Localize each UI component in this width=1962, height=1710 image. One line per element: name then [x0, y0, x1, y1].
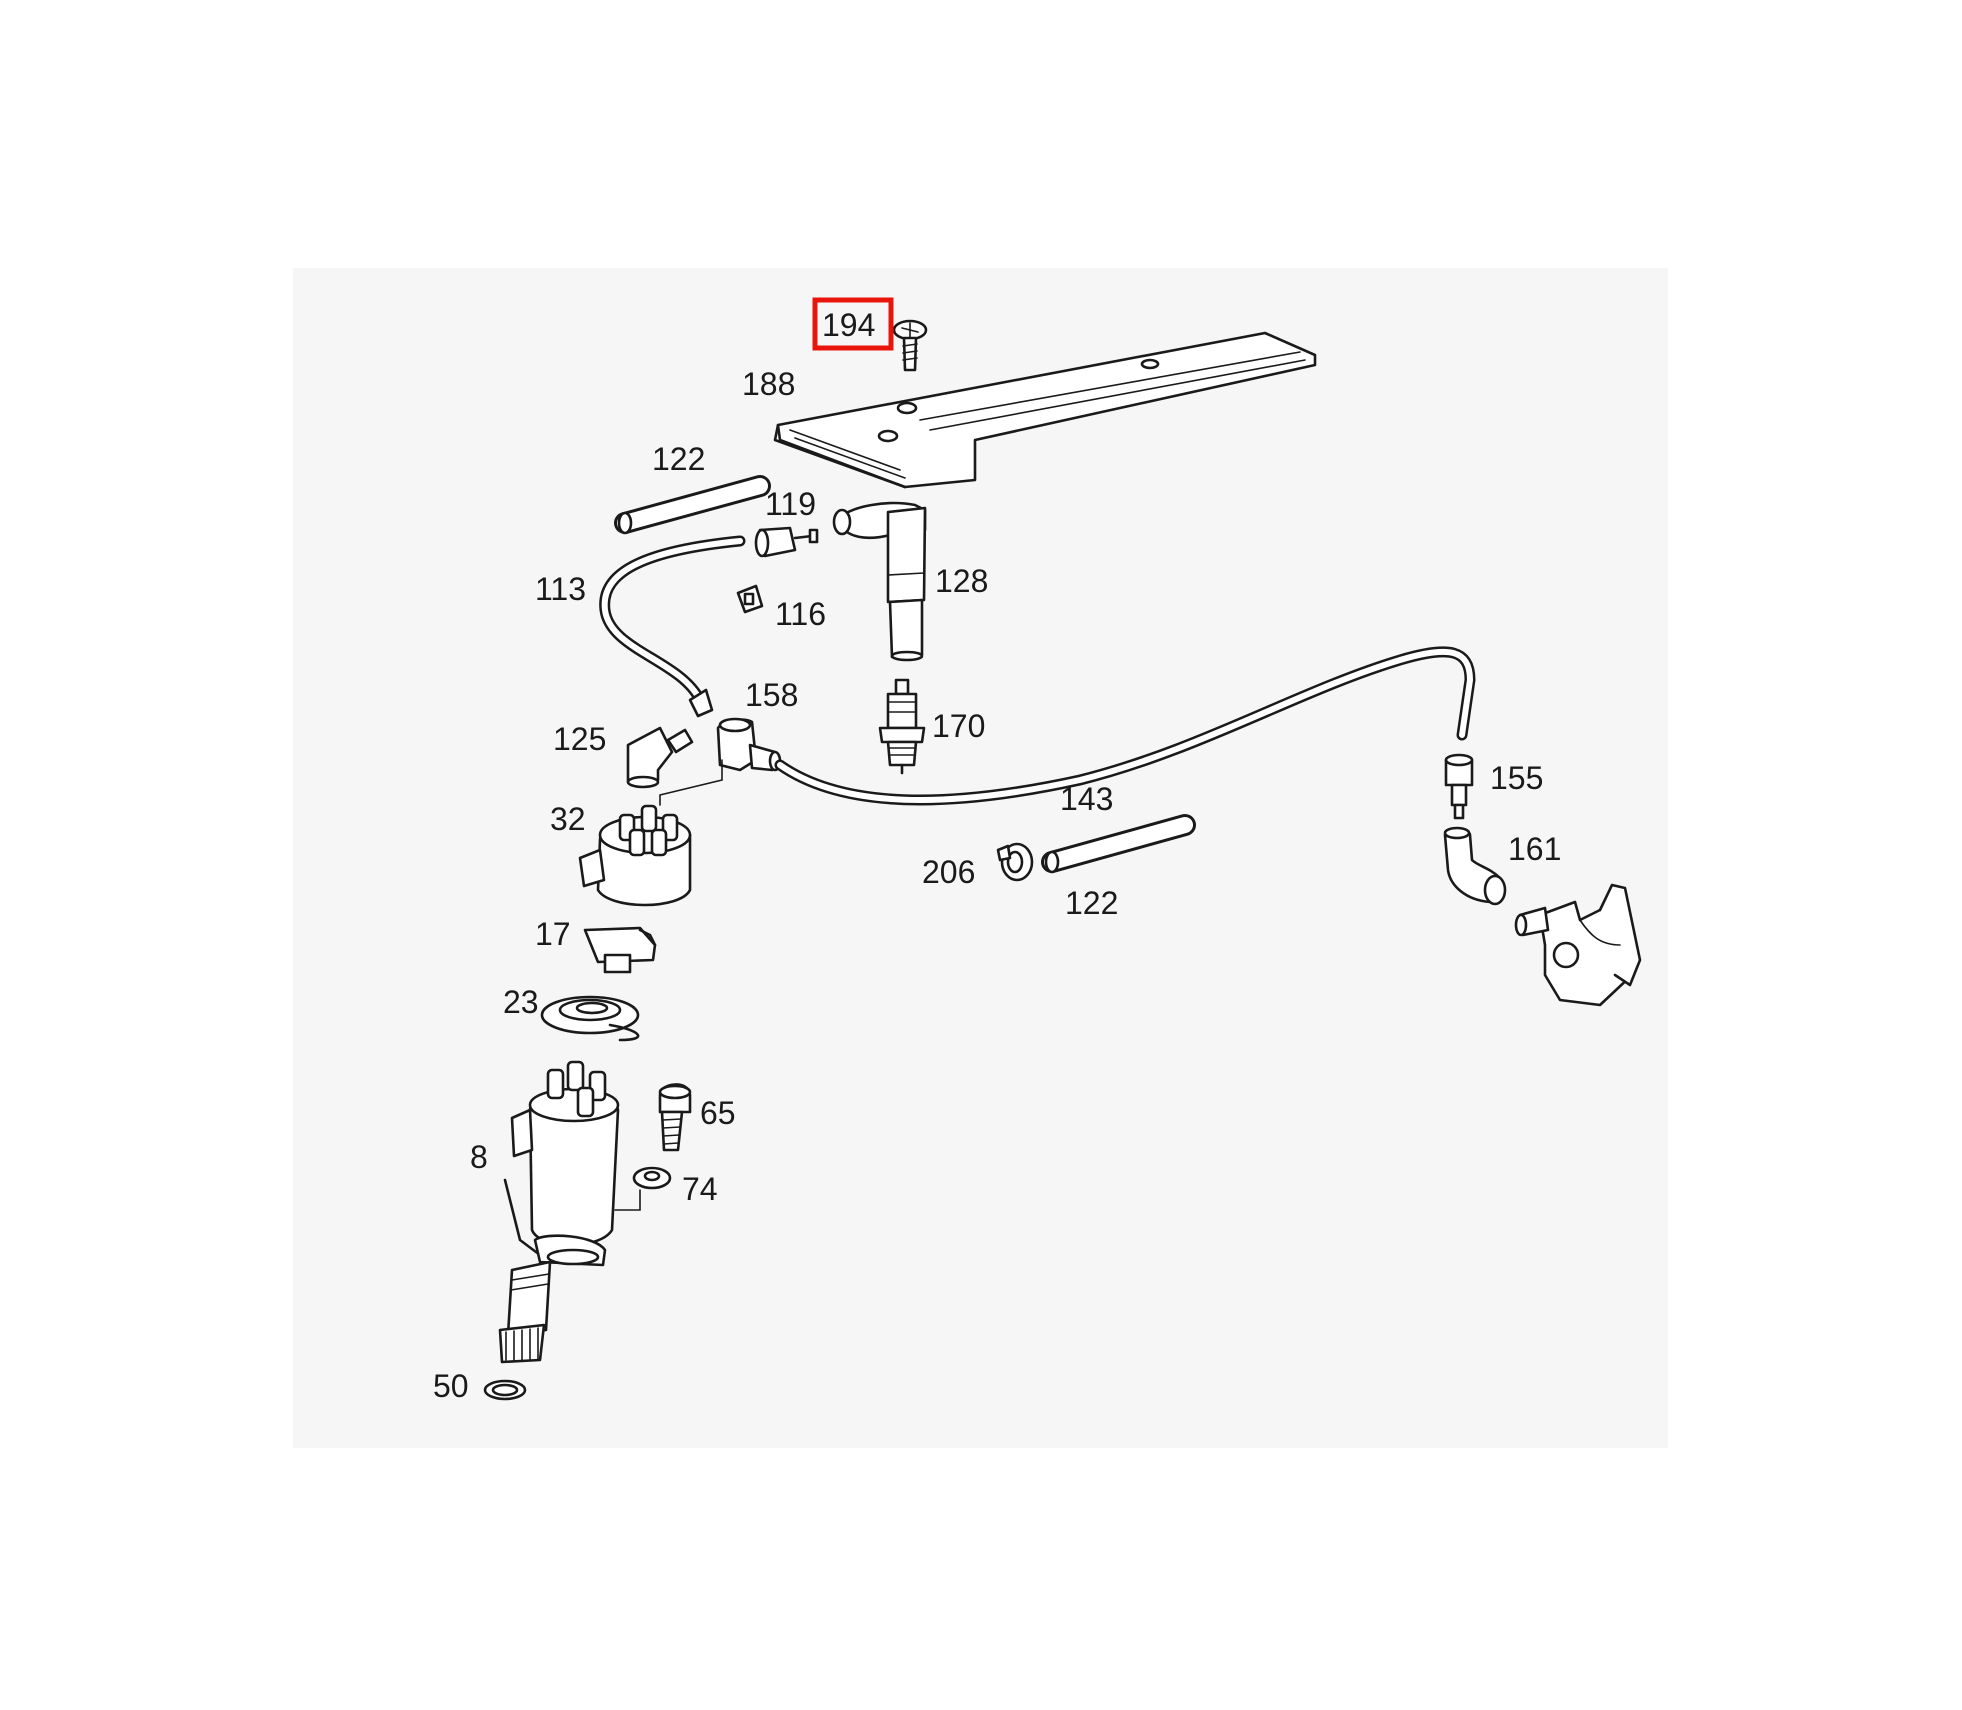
callout-194: 194 [822, 307, 875, 343]
callout-158: 158 [745, 677, 798, 713]
callout-50: 50 [433, 1368, 469, 1404]
part-155-connector[interactable] [1444, 753, 1474, 820]
part-23-seal[interactable] [540, 995, 640, 1042]
callout-65: 65 [700, 1095, 736, 1131]
part-161-elbow-hose[interactable] [1443, 826, 1507, 906]
part-8-distributor[interactable] [498, 1060, 641, 1364]
callout-32: 32 [550, 801, 586, 837]
callout-125: 125 [553, 721, 606, 757]
callout-122-lower: 122 [1065, 885, 1118, 921]
highlight-box-194 [812, 297, 894, 351]
callout-161: 161 [1508, 831, 1561, 867]
callout-23: 23 [503, 984, 539, 1020]
callout-74: 74 [682, 1171, 718, 1207]
callout-119: 119 [765, 486, 816, 522]
part-143-hose[interactable] [1041, 814, 1196, 874]
callout-128: 128 [935, 563, 988, 599]
part-128-plug-connector[interactable] [832, 501, 927, 662]
part-125-cap[interactable] [626, 726, 694, 789]
callout-113: 113 [535, 571, 586, 607]
part-122-hose-upper[interactable] [614, 475, 771, 535]
part-206-clamp[interactable] [996, 842, 1034, 882]
part-188-cable-cover[interactable] [773, 331, 1317, 489]
callout-143: 143 [1060, 781, 1113, 817]
part-32-distributor-cap[interactable] [578, 759, 723, 907]
callout-170: 170 [932, 708, 985, 744]
part-65-bolt[interactable] [658, 1083, 692, 1152]
callout-155: 155 [1490, 760, 1543, 796]
part-116-small-cap[interactable] [736, 584, 764, 614]
part-170-spark-plug[interactable] [878, 678, 926, 775]
callout-116: 116 [775, 596, 826, 632]
part-158-connector-cable[interactable] [716, 646, 1476, 806]
part-74-washer[interactable] [632, 1166, 672, 1190]
part-119-connector[interactable] [754, 526, 819, 558]
callout-206: 206 [922, 854, 975, 890]
part-113-ignition-cable[interactable] [599, 535, 746, 718]
callout-188: 188 [742, 366, 795, 402]
part-50-o-ring[interactable] [483, 1379, 527, 1401]
callout-122-upper: 122 [652, 441, 705, 477]
part-17-rotor[interactable] [583, 926, 657, 974]
diagram-panel [293, 268, 1668, 1448]
callout-8: 8 [470, 1139, 488, 1175]
part-194-screw[interactable] [892, 319, 928, 372]
callout-17: 17 [535, 916, 571, 952]
vacuum-unit[interactable] [1514, 883, 1642, 1007]
